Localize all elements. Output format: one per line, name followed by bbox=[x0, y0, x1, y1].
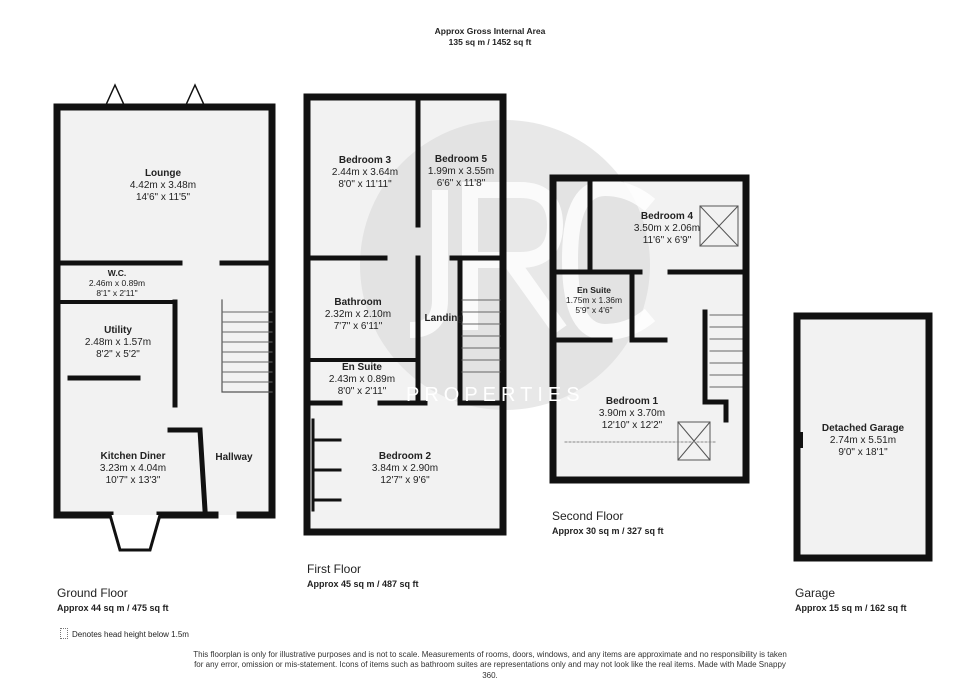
room-imperial: 8'1" x 2'11" bbox=[96, 288, 138, 299]
room-metric: 2.46m x 0.89m bbox=[88, 278, 146, 289]
gross-area-title: Approx Gross Internal Area bbox=[434, 26, 546, 36]
room-hallway: Hallway bbox=[215, 452, 252, 464]
room-metric: 2.43m x 0.89m bbox=[328, 374, 396, 385]
second-floor-label: Second Floor bbox=[552, 509, 624, 523]
room-metric: 2.74m x 5.51m bbox=[829, 435, 897, 446]
room-name: En Suite bbox=[341, 362, 382, 373]
room-imperial: 8'2" x 5'2" bbox=[96, 349, 140, 360]
room-metric: 1.99m x 3.55m bbox=[427, 166, 495, 177]
disclaimer: This floorplan is only for illustrative … bbox=[193, 650, 787, 680]
room-metric: 2.32m x 2.10m bbox=[324, 309, 392, 320]
head-height-key-note: Denotes head height below 1.5m bbox=[72, 630, 189, 639]
room-imperial: 8'0" x 2'11" bbox=[337, 386, 387, 397]
second-floor-walls bbox=[549, 174, 750, 484]
room-name: W.C. bbox=[107, 268, 127, 278]
room-name: Bedroom 2 bbox=[378, 451, 432, 462]
room-name: Bedroom 5 bbox=[434, 154, 488, 165]
room-imperial: 12'10" x 12'2" bbox=[601, 420, 663, 431]
first-floor-label: First Floor bbox=[307, 562, 361, 576]
ground-floor-label: Ground Floor bbox=[57, 586, 128, 600]
room-metric: 3.50m x 2.06m bbox=[633, 223, 701, 234]
room-imperial: 12'7" x 9'6" bbox=[380, 475, 430, 486]
room-name: Landing bbox=[424, 313, 464, 324]
room-imperial: 7'7" x 6'11" bbox=[333, 321, 383, 332]
room-name: Bathroom bbox=[334, 297, 382, 308]
ground-floor-walls bbox=[53, 83, 276, 552]
room-imperial: 9'0" x 18'1" bbox=[838, 447, 888, 458]
room-metric: 4.42m x 3.48m bbox=[129, 180, 197, 191]
room-metric: 2.48m x 1.57m bbox=[84, 337, 152, 348]
room-metric: 3.84m x 2.90m bbox=[371, 463, 439, 474]
room-imperial: 11'6" x 6'9" bbox=[642, 235, 692, 246]
room-name: Bedroom 3 bbox=[338, 155, 392, 166]
room-metric: 3.90m x 3.70m bbox=[598, 408, 666, 419]
gross-area-value: 135 sq m / 1452 sq ft bbox=[448, 36, 532, 47]
room-name: Kitchen Diner bbox=[100, 451, 166, 462]
room-imperial: 5'9" x 4'6" bbox=[575, 305, 613, 316]
garage-area: Approx 15 sq m / 162 sq ft bbox=[795, 603, 907, 613]
room-metric: 1.75m x 1.36m bbox=[565, 295, 623, 306]
room-name: Utility bbox=[104, 325, 132, 336]
room-metric: 3.23m x 4.04m bbox=[99, 463, 167, 474]
first-floor-area: Approx 45 sq m / 487 sq ft bbox=[307, 579, 419, 589]
room-name: En Suite bbox=[576, 285, 612, 295]
garage-walls bbox=[793, 312, 933, 562]
room-imperial: 14'6" x 11'5" bbox=[135, 192, 191, 203]
room-name: Bedroom 4 bbox=[640, 211, 694, 222]
room-metric: 2.44m x 3.64m bbox=[331, 167, 399, 178]
second-floor-area: Approx 30 sq m / 327 sq ft bbox=[552, 526, 664, 536]
head-height-key-swatch bbox=[60, 628, 68, 639]
watermark-text: PROPERTIES bbox=[406, 384, 585, 406]
room-imperial: 8'0" x 11'11" bbox=[338, 179, 392, 190]
ground-floor-area: Approx 44 sq m / 475 sq ft bbox=[57, 603, 169, 613]
garage-label: Garage bbox=[795, 586, 836, 600]
first-floor-walls bbox=[303, 93, 507, 536]
room-name: Bedroom 1 bbox=[605, 396, 659, 407]
gross-area-header: Approx Gross Internal Area 135 sq m / 14… bbox=[435, 26, 546, 47]
room-imperial: 10'7" x 13'3" bbox=[105, 475, 161, 486]
room-imperial: 6'6" x 11'8" bbox=[436, 178, 486, 189]
room-name: Lounge bbox=[144, 168, 182, 179]
room-name: Detached Garage bbox=[821, 423, 905, 434]
room-landing: Landing bbox=[425, 313, 464, 325]
room-name: Hallway bbox=[215, 452, 253, 463]
